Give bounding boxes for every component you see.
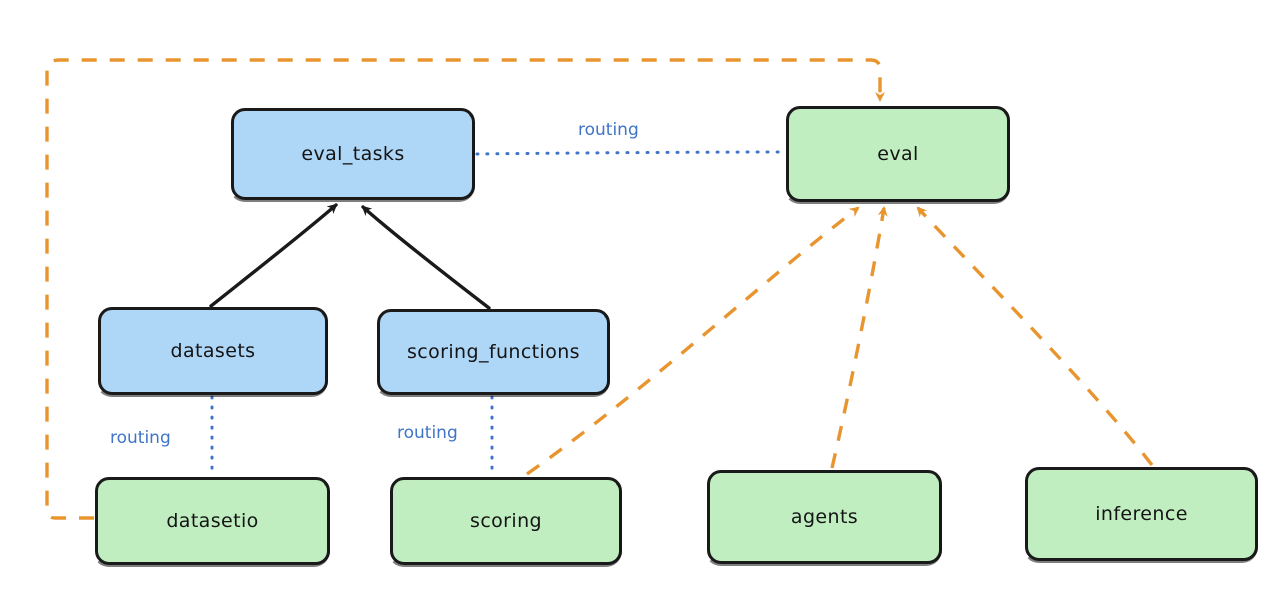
edge-scoring-to-eval (526, 206, 860, 476)
node-label: eval_tasks (301, 143, 405, 165)
node-eval[interactable]: eval (784, 106, 1010, 204)
node-label: scoring (470, 510, 542, 532)
node-label: inference (1095, 503, 1188, 525)
edge-datasets-to-eval-tasks (209, 203, 338, 308)
node-datasetio[interactable]: datasetio (93, 477, 330, 567)
node-label: scoring_functions (407, 341, 580, 363)
node-inference[interactable]: inference (1023, 467, 1258, 563)
node-scoring-functions[interactable]: scoring_functions (375, 309, 610, 397)
node-agents[interactable]: agents (705, 470, 942, 566)
edge-datasetio-to-eval (45, 58, 885, 520)
edge-inference-to-eval (916, 206, 1154, 467)
edge-label-routing-eval-tasks-eval: routing (578, 120, 639, 140)
edge-routing-eval-tasks-to-eval (475, 150, 786, 156)
edge-label-routing-scoring-functions-scoring: routing (397, 423, 458, 443)
edge-agents-to-eval (830, 206, 888, 469)
node-label: datasetio (166, 510, 259, 532)
node-label: datasets (170, 340, 256, 362)
node-eval-tasks[interactable]: eval_tasks (229, 108, 475, 202)
node-label: eval (877, 143, 919, 165)
node-scoring[interactable]: scoring (388, 477, 622, 567)
edge-label-routing-datasets-datasetio: routing (110, 428, 171, 448)
edge-scoring-functions-to-eval-tasks (361, 205, 491, 310)
node-label: agents (790, 506, 859, 528)
node-datasets[interactable]: datasets (96, 307, 328, 397)
